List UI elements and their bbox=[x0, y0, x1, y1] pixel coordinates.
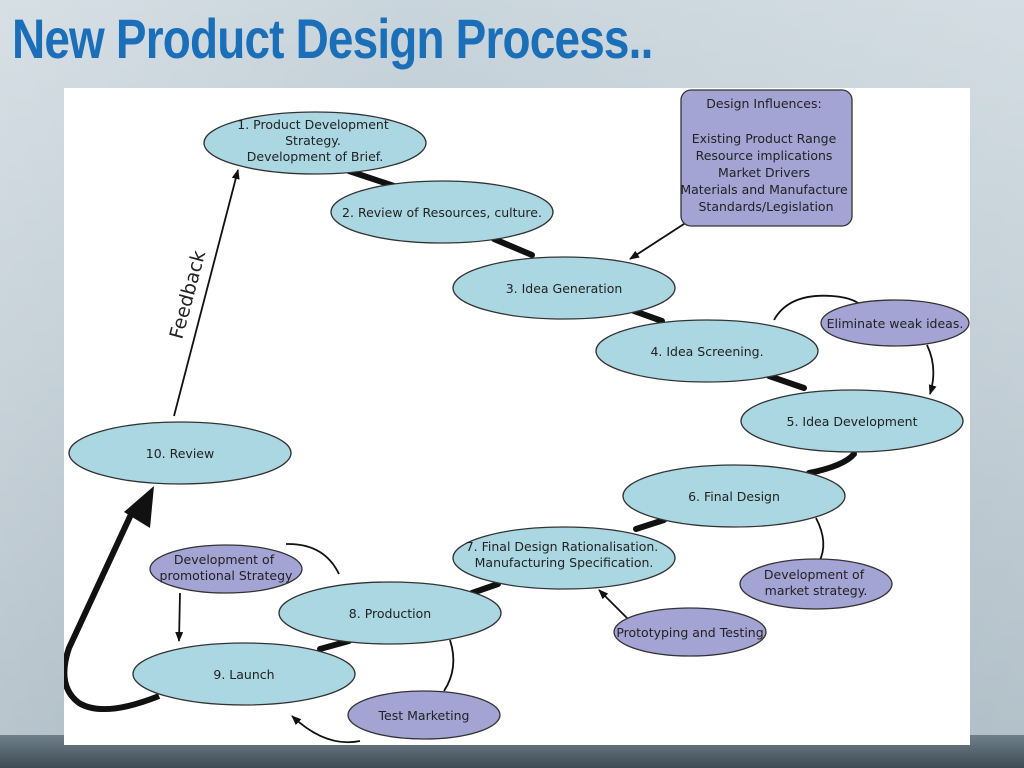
side-node-test-marketing: Test Marketing bbox=[347, 690, 501, 740]
slide-title: New Product Design Process.. bbox=[12, 7, 653, 70]
stage-3-line-1: 3. Idea Generation bbox=[506, 281, 623, 296]
promotional-to-launch-arrow bbox=[175, 592, 184, 642]
promotional-line-1: Development of bbox=[174, 552, 275, 567]
influence-item-4: Materials and Manufacture bbox=[680, 182, 848, 197]
connector-2-3 bbox=[491, 236, 535, 258]
svg-text:7. Final Design Rationalisatio: 7. Final Design Rationalisation. Manufac… bbox=[466, 539, 663, 570]
svg-text:2. Review of Resources, cultur: 2. Review of Resources, culture. bbox=[342, 205, 542, 220]
svg-text:1. Product Development S: 1. Product Development Strategy. Develop… bbox=[237, 117, 392, 164]
feedback-label: Feedback bbox=[166, 248, 211, 341]
stage-connectors bbox=[317, 168, 857, 652]
process-diagram: Feedback 1. Product Development Strategy… bbox=[61, 89, 970, 744]
svg-text:10. Review: 10. Review bbox=[146, 446, 214, 461]
production-to-promotional-curve bbox=[285, 543, 340, 575]
diagram-panel: Feedback 1. Product Development Strategy… bbox=[61, 88, 970, 745]
connector-1-2 bbox=[346, 168, 397, 189]
stage-8-line-1: 8. Production bbox=[349, 606, 431, 621]
stage-5-line-1: 5. Idea Development bbox=[787, 414, 918, 429]
side-node-market-strategy: Development of market strategy. bbox=[739, 558, 893, 610]
influences-arrow bbox=[629, 221, 688, 260]
connector-8-9 bbox=[317, 638, 352, 652]
production-to-test-marketing-curve bbox=[443, 639, 455, 692]
prototyping-label: Prototyping and Testing bbox=[616, 625, 763, 640]
prototyping-to-rationalisation-arrow bbox=[598, 589, 630, 621]
stage-7: 7. Final Design Rationalisation. Manufac… bbox=[452, 526, 676, 590]
stage-1-line-2: Strategy. bbox=[285, 133, 341, 148]
connector-7-8 bbox=[469, 581, 501, 596]
stage-7-line-1: 7. Final Design Rationalisation. bbox=[466, 539, 659, 554]
stage-1-line-1: 1. Product Development bbox=[237, 117, 389, 132]
svg-text:Development of promotion: Development of promotional Strategy bbox=[160, 552, 293, 583]
stage-5: 5. Idea Development bbox=[740, 389, 964, 453]
connector-6-7 bbox=[633, 517, 667, 532]
final-design-to-market-curve bbox=[815, 517, 825, 563]
svg-text:Eliminate weak ideas.: Eliminate weak ideas. bbox=[827, 316, 964, 331]
influence-item-3: Market Drivers bbox=[718, 165, 810, 180]
stage-2: 2. Review of Resources, culture. bbox=[330, 180, 554, 244]
stage-4: 4. Idea Screening. bbox=[595, 319, 819, 383]
influence-item-2: Resource implications bbox=[696, 148, 833, 163]
launch-to-review-arrowhead bbox=[124, 486, 154, 528]
svg-text:5. Idea Development: 5. Idea Development bbox=[787, 414, 918, 429]
stage-8: 8. Production bbox=[278, 581, 502, 645]
connector-5-6 bbox=[806, 451, 857, 476]
influences-heading: Design Influences: bbox=[706, 96, 821, 111]
eliminate-to-development-arrow bbox=[926, 344, 937, 395]
test-marketing-label: Test Marketing bbox=[378, 708, 470, 723]
stage-9: 9. Launch bbox=[132, 642, 356, 706]
svg-text:6. Final Design: 6. Final Design bbox=[688, 489, 780, 504]
stage-9-line-1: 9. Launch bbox=[213, 667, 274, 682]
svg-text:Test Marketing: Test Marketing bbox=[378, 708, 470, 723]
feedback-arrow bbox=[173, 169, 240, 417]
svg-text:3. Idea Generation: 3. Idea Generation bbox=[506, 281, 623, 296]
stage-4-line-1: 4. Idea Screening. bbox=[650, 344, 763, 359]
side-node-promotional: Development of promotional Strategy bbox=[149, 544, 303, 594]
influence-item-1: Existing Product Range bbox=[692, 131, 837, 146]
market-strategy-line-1: Development of bbox=[764, 567, 865, 582]
stage-1: 1. Product Development Strategy. Develop… bbox=[203, 111, 427, 175]
side-node-eliminate: Eliminate weak ideas. bbox=[820, 299, 970, 347]
connector-4-5 bbox=[766, 373, 807, 391]
market-strategy-line-2: market strategy. bbox=[765, 583, 868, 598]
stage-6-line-1: 6. Final Design bbox=[688, 489, 780, 504]
test-marketing-to-launch-arrow bbox=[291, 715, 361, 744]
stage-10-line-1: 10. Review bbox=[146, 446, 214, 461]
influence-item-5: Standards/Legislation bbox=[698, 199, 833, 214]
stage-10: 10. Review bbox=[68, 421, 292, 485]
launch-to-review-arrow bbox=[61, 506, 161, 713]
side-arrows bbox=[175, 221, 937, 744]
svg-text:4. Idea Screening.: 4. Idea Screening. bbox=[650, 344, 763, 359]
design-influences-box: Design Influences: Existing Product Rang… bbox=[680, 89, 853, 227]
promotional-line-2: promotional Strategy bbox=[160, 568, 293, 583]
stage-7-line-2: Manufacturing Specification. bbox=[475, 555, 654, 570]
stage-6: 6. Final Design bbox=[622, 464, 846, 528]
svg-text:Prototyping and Testing: Prototyping and Testing bbox=[616, 625, 763, 640]
stage-2-line-1: 2. Review of Resources, culture. bbox=[342, 205, 542, 220]
eliminate-label: Eliminate weak ideas. bbox=[827, 316, 964, 331]
connector-3-4 bbox=[631, 308, 665, 324]
stage-1-line-3: Development of Brief. bbox=[247, 149, 384, 164]
svg-text:8. Production: 8. Production bbox=[349, 606, 431, 621]
side-node-prototyping: Prototyping and Testing bbox=[613, 607, 767, 657]
svg-text:9. Launch: 9. Launch bbox=[213, 667, 274, 682]
svg-text:Design Influences: Exist: Design Influences: Existing Product Rang… bbox=[680, 96, 851, 214]
svg-text:Development of market st: Development of market strategy. bbox=[764, 567, 868, 598]
stage-3: 3. Idea Generation bbox=[452, 256, 676, 320]
